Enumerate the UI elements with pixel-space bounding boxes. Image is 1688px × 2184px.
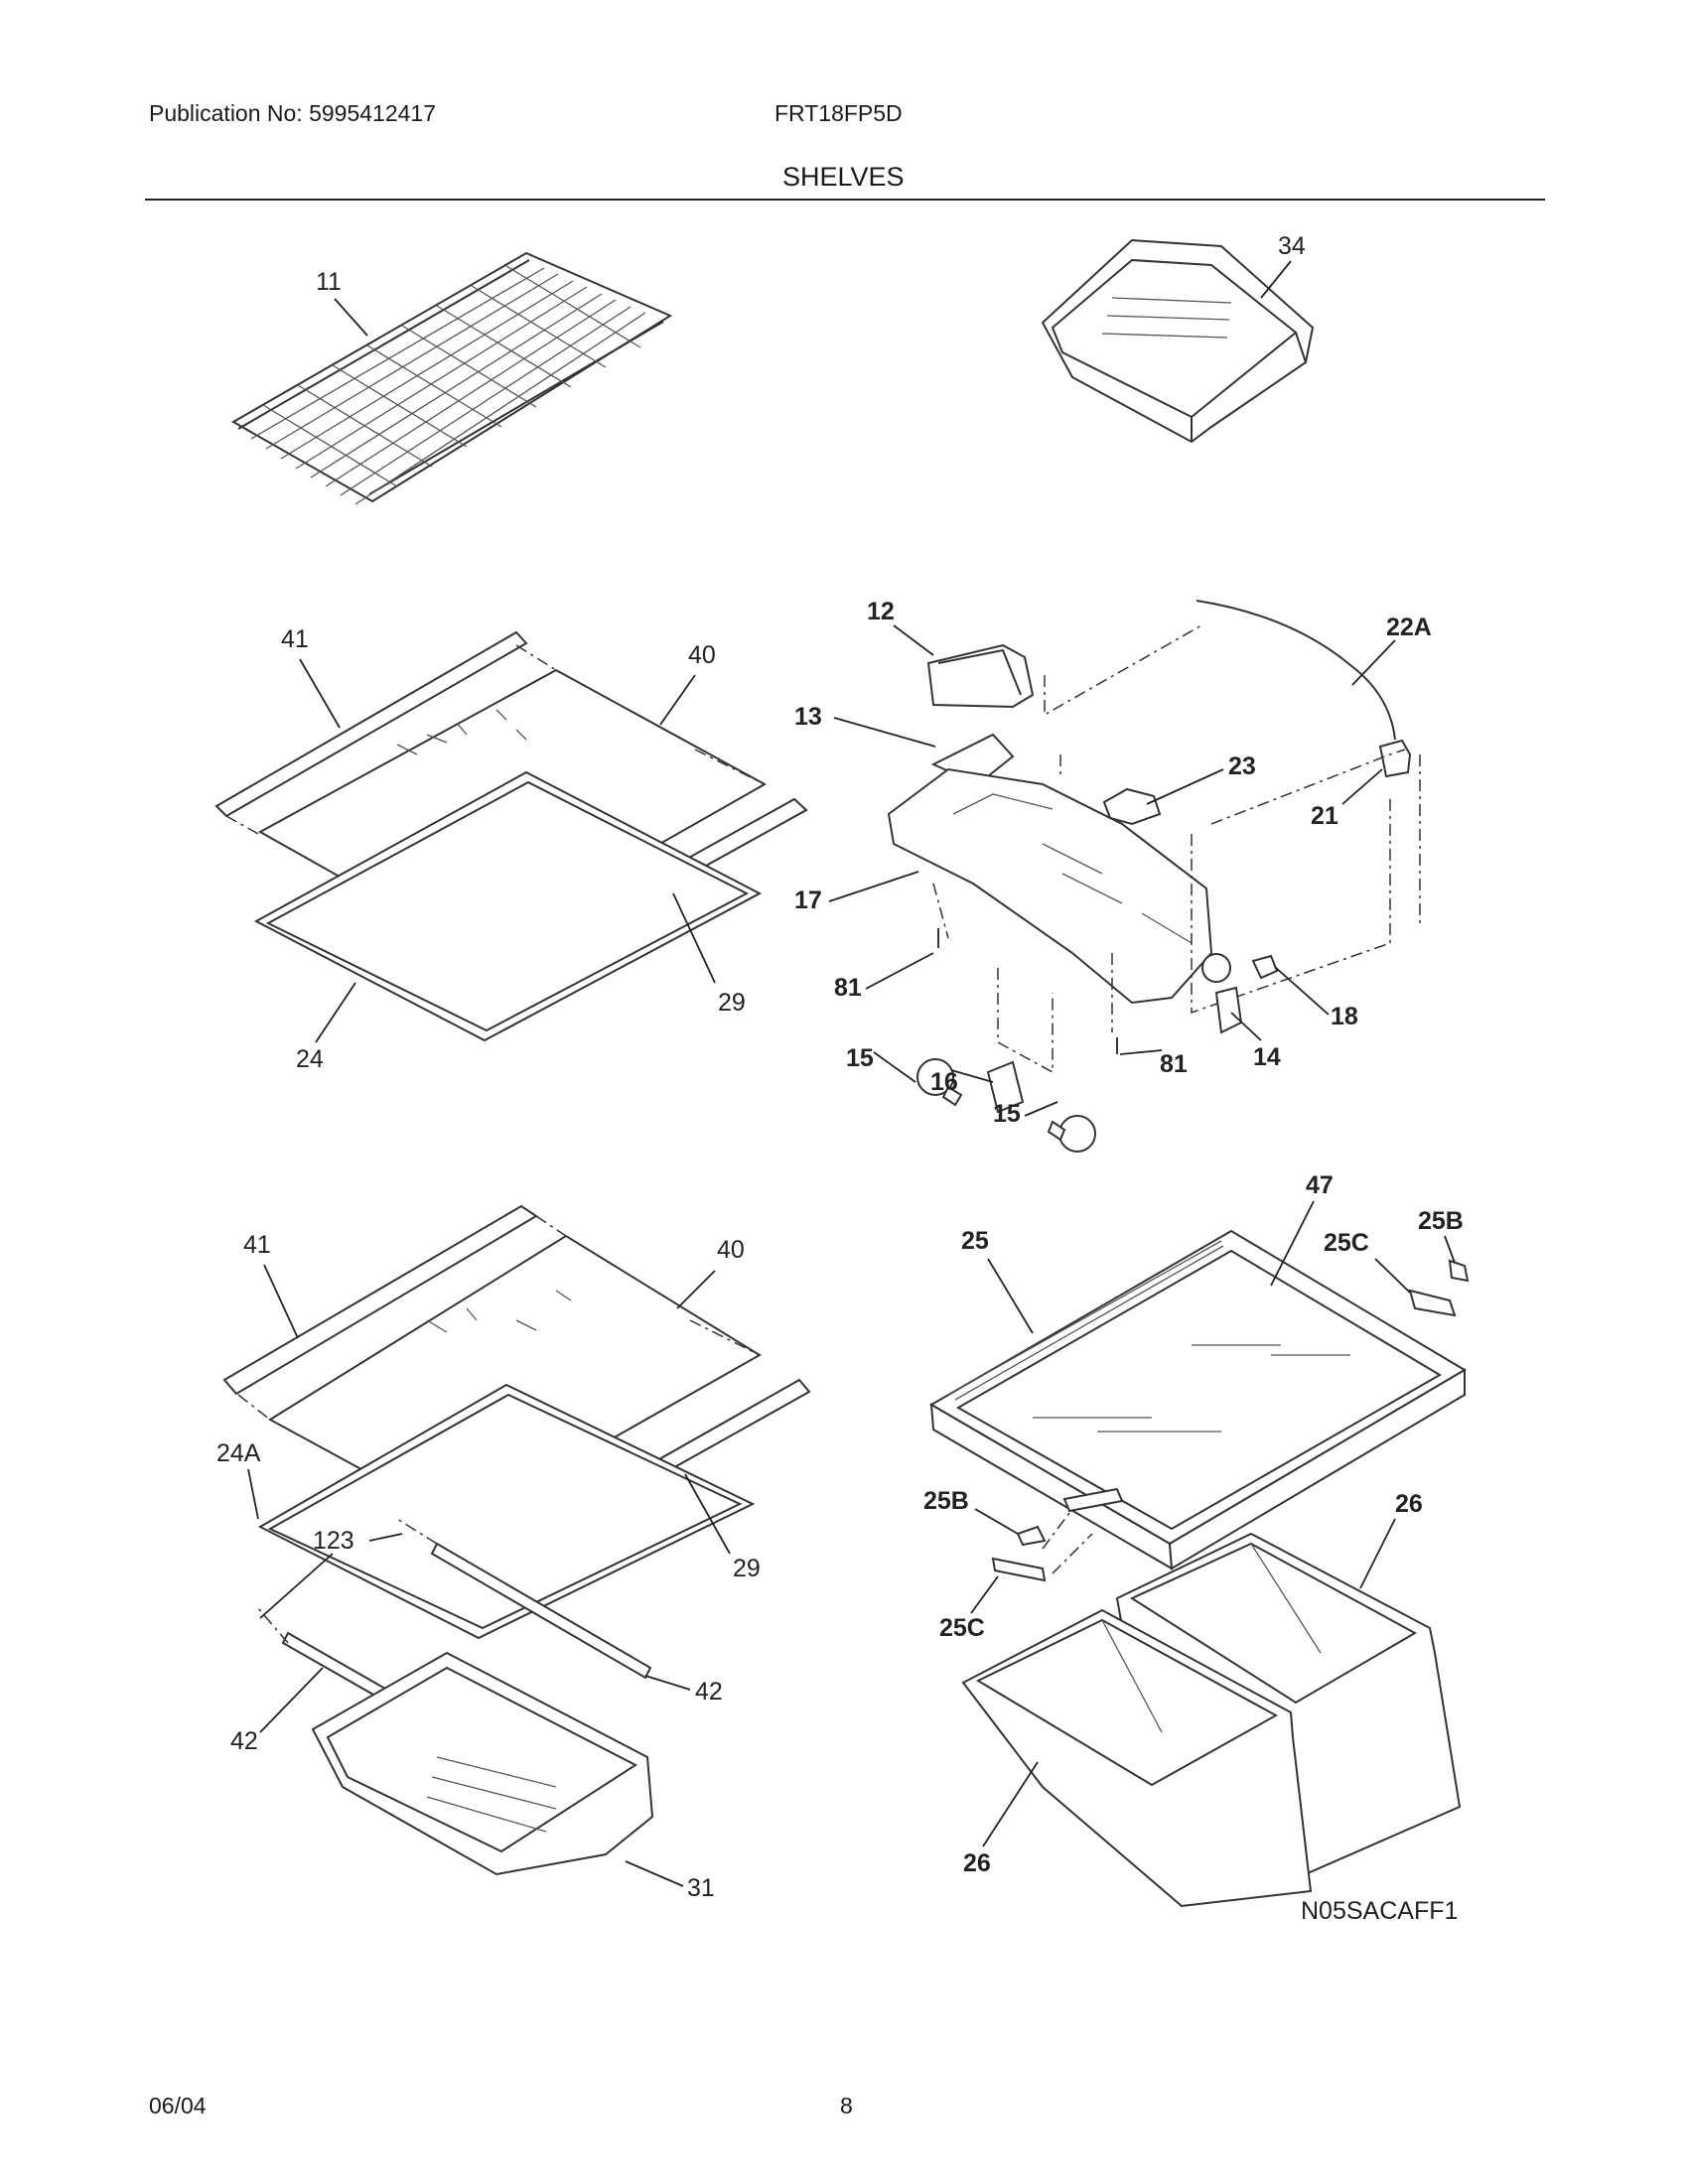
callout-15-left: 15 [846, 1044, 874, 1072]
callout-29-upper: 29 [718, 989, 746, 1017]
crisper-cover-and-drawers: 47 25 25C 25B 25B 25C 26 26 [923, 1171, 1470, 1908]
header-rule [145, 199, 1545, 201]
callout-40-upper: 40 [688, 641, 716, 669]
callout-41-upper: 41 [281, 625, 309, 653]
callout-16: 16 [930, 1068, 958, 1096]
callout-42-left: 42 [230, 1727, 258, 1755]
glass-shelf-assembly-upper: 41 40 29 24 [214, 625, 808, 1073]
callout-42-right: 42 [695, 1678, 723, 1706]
glass-shelf-assembly-lower: 41 40 24A 123 29 42 42 31 [216, 1204, 811, 1902]
callout-31: 31 [687, 1874, 715, 1902]
callout-18: 18 [1331, 1003, 1358, 1030]
publication-number: Publication No: 5995412417 [149, 100, 437, 126]
callout-15-right: 15 [993, 1100, 1021, 1128]
callout-24: 24 [296, 1045, 324, 1073]
callout-40-lower: 40 [717, 1236, 745, 1264]
callout-17: 17 [794, 887, 822, 914]
callout-47: 47 [1306, 1171, 1334, 1199]
callout-22a: 22A [1386, 614, 1432, 641]
callout-12: 12 [867, 598, 895, 625]
control-light-housing-assembly: 12 13 17 81 15 16 15 81 14 18 23 21 22A [794, 598, 1432, 1153]
revision-date: 06/04 [149, 2093, 207, 2118]
callout-25: 25 [961, 1227, 989, 1255]
callout-29-lower: 29 [733, 1555, 761, 1582]
callout-41-lower: 41 [243, 1231, 271, 1259]
callout-24a: 24A [216, 1439, 261, 1467]
model-number: FRT18FP5D [774, 100, 903, 126]
callout-25b-mid: 25B [923, 1487, 969, 1515]
callout-81-right: 81 [1160, 1050, 1188, 1078]
diagram-code: N05SACAFF1 [1301, 1897, 1458, 1925]
callout-81-left: 81 [834, 974, 862, 1002]
crisper-bin-34: 34 [1041, 232, 1315, 444]
section-title: SHELVES [782, 162, 905, 192]
callout-11: 11 [316, 268, 342, 296]
callout-21: 21 [1311, 802, 1338, 830]
wire-shelf-11: 11 [230, 251, 673, 505]
callout-26-upper: 26 [1395, 1490, 1423, 1518]
callout-123: 123 [313, 1527, 354, 1555]
callout-23: 23 [1228, 752, 1256, 780]
callout-25b-top: 25B [1418, 1207, 1464, 1235]
callout-13: 13 [794, 703, 822, 731]
page-number: 8 [840, 2093, 853, 2118]
callout-25c-top: 25C [1324, 1229, 1369, 1257]
callout-25c-mid: 25C [939, 1614, 985, 1642]
callout-34: 34 [1278, 232, 1306, 260]
callout-26-lower: 26 [963, 1849, 991, 1877]
callout-14: 14 [1253, 1043, 1281, 1071]
